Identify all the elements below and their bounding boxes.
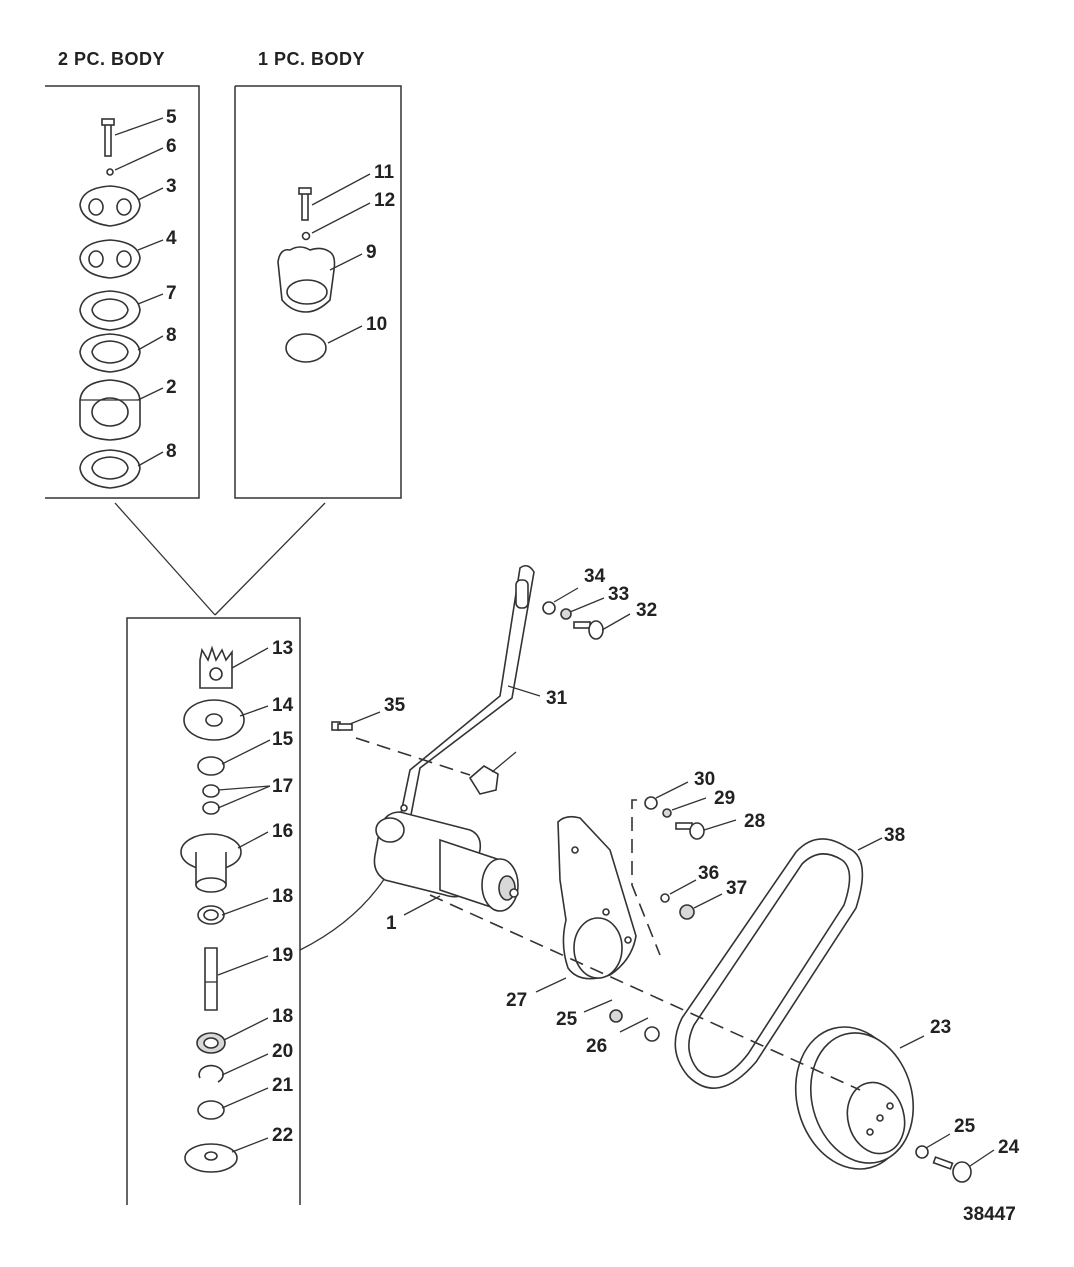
- connector-line-left: [114, 502, 216, 616]
- part-5-screw: [101, 118, 115, 157]
- part-31-bracket-arm: [399, 564, 535, 821]
- callout-1: 1: [386, 913, 397, 934]
- alignment-line-35: [355, 737, 471, 776]
- part-19-shaft: [204, 947, 218, 1011]
- callout-31: 31: [546, 688, 568, 709]
- callout-2: 2: [166, 377, 177, 398]
- callout-12: 12: [374, 190, 395, 211]
- callout-20: 20: [272, 1041, 293, 1062]
- part-22-plate: [184, 1143, 238, 1173]
- part-29-lockwasher: [662, 808, 672, 818]
- part-4-gasket: [79, 239, 141, 279]
- callout-25: 25: [556, 1009, 578, 1030]
- callout-32: 32: [636, 600, 657, 621]
- part-32-bolt: [573, 620, 604, 640]
- part-8-gasket-lower: [79, 449, 141, 489]
- callout-14: 14: [272, 695, 294, 716]
- part-6-washer: [106, 168, 114, 176]
- callout-6: 6: [166, 136, 177, 157]
- drawing-number: 38447: [963, 1204, 1016, 1225]
- box-pump-internals: [126, 617, 301, 1205]
- callout-5: 5: [166, 107, 177, 128]
- callout-17: 17: [272, 776, 293, 797]
- part-10-o-ring: [285, 333, 327, 363]
- callout-26: 26: [586, 1036, 607, 1057]
- callout-35: 35: [384, 695, 406, 716]
- part-26-nut: [644, 1026, 660, 1042]
- callout-13: 13: [272, 638, 293, 659]
- callout-21: 21: [272, 1075, 294, 1096]
- header-1pc-body: 1 PC. BODY: [258, 49, 365, 69]
- callout-28: 28: [744, 811, 765, 832]
- callout-36: 36: [698, 863, 719, 884]
- callout-4: 4: [166, 228, 177, 249]
- part-27-bracket: [557, 815, 637, 980]
- callout-10: 10: [366, 314, 387, 335]
- callout-38: 38: [884, 825, 905, 846]
- part-13-impeller: [199, 645, 233, 689]
- callout-16: 16: [272, 821, 293, 842]
- alignment-line-28: [631, 799, 661, 956]
- box-2pc-body: [45, 85, 200, 499]
- part-34-washer: [542, 601, 556, 615]
- part-35-bolt: [331, 721, 353, 731]
- part-17-seals: [202, 784, 220, 815]
- callout-9: 9: [366, 242, 377, 263]
- part-18-seal-lower: [196, 1032, 226, 1054]
- part-23-pulley: [794, 1026, 915, 1170]
- connector-line-right: [214, 502, 326, 616]
- part-11-screw: [298, 187, 312, 221]
- part-8-gasket: [79, 333, 141, 373]
- callout-8: 8: [166, 325, 177, 346]
- part-28-bolt: [675, 822, 705, 840]
- callout-33: 33: [608, 584, 629, 605]
- part-24-bolt: [932, 1156, 972, 1183]
- box-1pc-body: [234, 85, 402, 499]
- callout-37: 37: [726, 878, 747, 899]
- part-14-plate: [183, 699, 245, 741]
- part-37-nut: [679, 904, 695, 920]
- callout-23: 23: [930, 1017, 951, 1038]
- part-18-seal-upper: [197, 905, 225, 925]
- part-30-washer: [644, 796, 658, 810]
- callout-29: 29: [714, 788, 735, 809]
- callout-15: 15: [272, 729, 294, 750]
- part-38-belt: [674, 838, 864, 1089]
- part-7-plate: [79, 290, 141, 331]
- part-25-washer-upper: [609, 1009, 623, 1023]
- part-9-body: [277, 246, 336, 313]
- callout-24: 24: [998, 1137, 1020, 1158]
- part-1-pump: [373, 811, 519, 912]
- callout-22: 22: [272, 1125, 293, 1146]
- part-20-snap-ring: [198, 1064, 224, 1083]
- part-33-lockwasher: [560, 608, 572, 620]
- part-2-housing: [79, 379, 141, 441]
- callout-19: 19: [272, 945, 293, 966]
- callout-18: 18: [272, 886, 293, 907]
- part-3-cover: [79, 185, 141, 227]
- header-2pc-body: 2 PC. BODY: [58, 49, 165, 69]
- part-12-washer: [301, 231, 311, 241]
- callout-30: 30: [694, 769, 715, 790]
- alignment-line-main: [429, 894, 861, 1091]
- part-16-housing: [180, 833, 242, 893]
- callout-3: 3: [166, 176, 177, 197]
- callout-34: 34: [584, 566, 606, 587]
- callout-18-lower: 18: [272, 1006, 293, 1027]
- pump-assembly-connector: [299, 869, 391, 951]
- part-25-washer-lower: [915, 1145, 929, 1159]
- part-21-washer: [197, 1100, 225, 1120]
- callout-7: 7: [166, 283, 177, 304]
- callout-11: 11: [374, 162, 395, 183]
- pump-fitting: [468, 765, 499, 795]
- part-36-washer: [660, 893, 670, 903]
- callout-27: 27: [506, 990, 527, 1011]
- callout-25-lower: 25: [954, 1116, 976, 1137]
- part-15-o-ring: [197, 756, 225, 776]
- callout-8-lower: 8: [166, 441, 177, 462]
